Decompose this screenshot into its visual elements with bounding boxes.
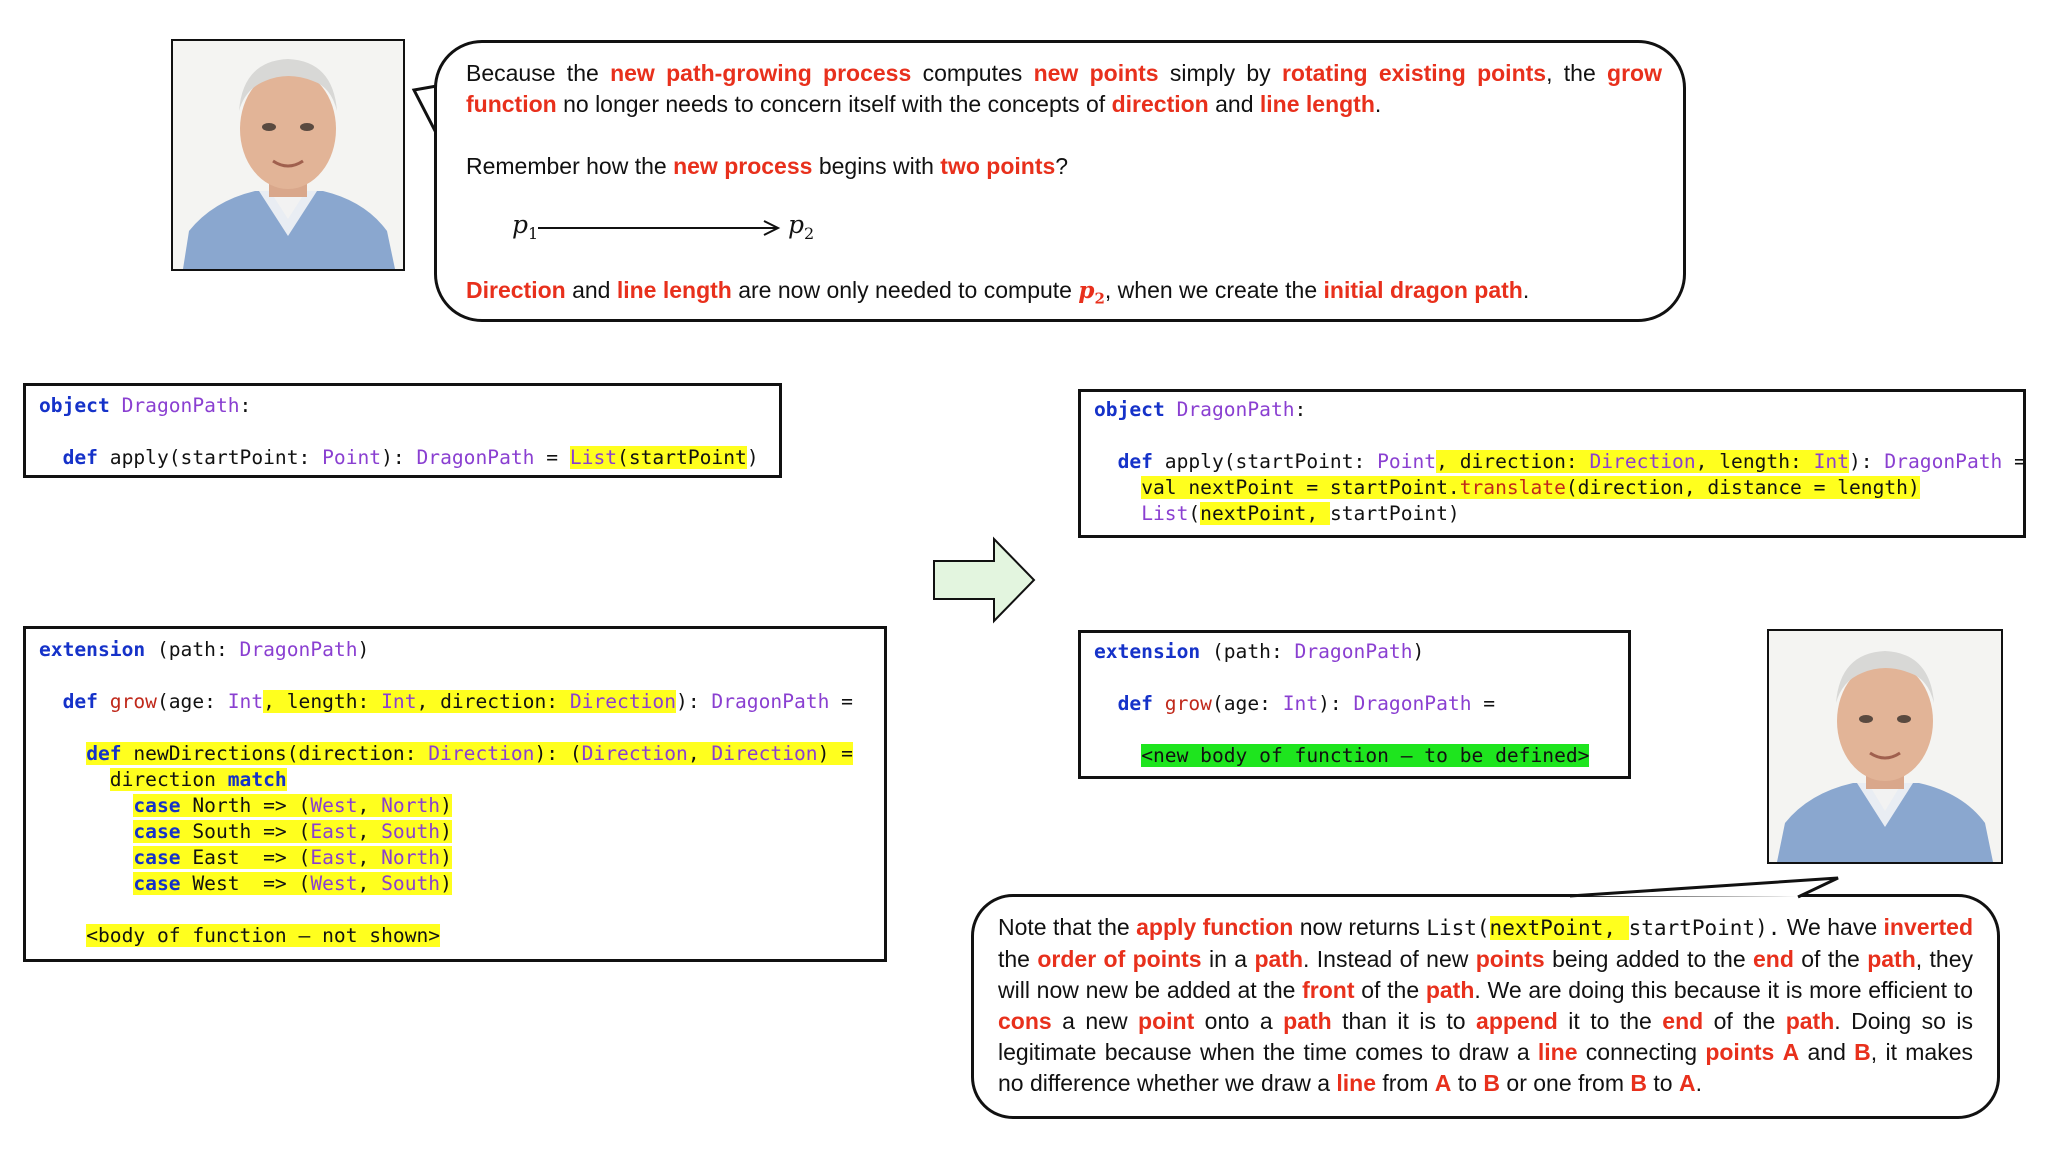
presenter-avatar-bottom <box>1769 631 2001 862</box>
p2-inline-math: p2 <box>1078 277 1105 308</box>
point-p1-label: p1 <box>512 210 539 243</box>
code-old-ext-case-east: case East => (East, North) <box>133 846 452 869</box>
inline-code-list-call: List(nextPoint, startPoint). <box>1426 916 1781 940</box>
code-old-ext-case-west: case West => (West, South) <box>133 872 452 895</box>
right-arrow-icon <box>933 536 1036 624</box>
bottom-bubble-text: Note that the apply function now returns… <box>998 914 1974 1096</box>
bottom-speech-bubble <box>971 894 2000 1119</box>
code-old-ext-body: <body of function – not shown> <box>86 924 441 947</box>
top-bubble-para2: Remember how the new process begins with… <box>466 153 1069 179</box>
presenter-photo-top <box>171 39 405 271</box>
top-bubble-para1: Because the new path-growing process com… <box>466 60 1662 117</box>
code-old-ext-line3: def grow(age: Int, length: Int, directio… <box>62 690 853 713</box>
presenter-avatar-top <box>173 41 403 269</box>
code-new-ext-line1: extension (path: DragonPath) <box>1094 640 1425 663</box>
top-speech-bubble <box>434 40 1686 322</box>
p1-to-p2-arrow <box>538 220 781 236</box>
code-old-ext-line5: def newDirections(direction: Direction):… <box>86 742 853 765</box>
code-new-object-line1: object DragonPath: <box>1094 398 1307 421</box>
code-old-ext-line6: direction match <box>109 768 287 791</box>
code-old-ext-case-south: case South => (East, South) <box>133 820 452 843</box>
presenter-photo-bottom <box>1767 629 2003 864</box>
code-new-object-line4: val nextPoint = startPoint.translate(dir… <box>1141 476 1920 499</box>
code-old-object-line3: def apply(startPoint: Point): DragonPath… <box>62 446 759 469</box>
code-old-ext-case-north: case North => (West, North) <box>133 794 452 817</box>
code-new-ext-line3: def grow(age: Int): DragonPath = <box>1117 692 1496 715</box>
code-new-object-line3: def apply(startPoint: Point, direction: … <box>1117 450 2026 473</box>
code-old-object-line1: object DragonPath: <box>39 394 252 417</box>
code-new-object-line5: List(nextPoint, startPoint) <box>1141 502 1460 525</box>
bottom-bubble-tail <box>1569 876 1839 899</box>
code-old-ext-line1: extension (path: DragonPath) <box>39 638 370 661</box>
top-bubble-para3: Direction and line length are now only n… <box>466 277 1530 308</box>
point-p2-label: p2 <box>788 210 815 243</box>
code-new-ext-body: <new body of function – to be defined> <box>1141 744 1590 767</box>
